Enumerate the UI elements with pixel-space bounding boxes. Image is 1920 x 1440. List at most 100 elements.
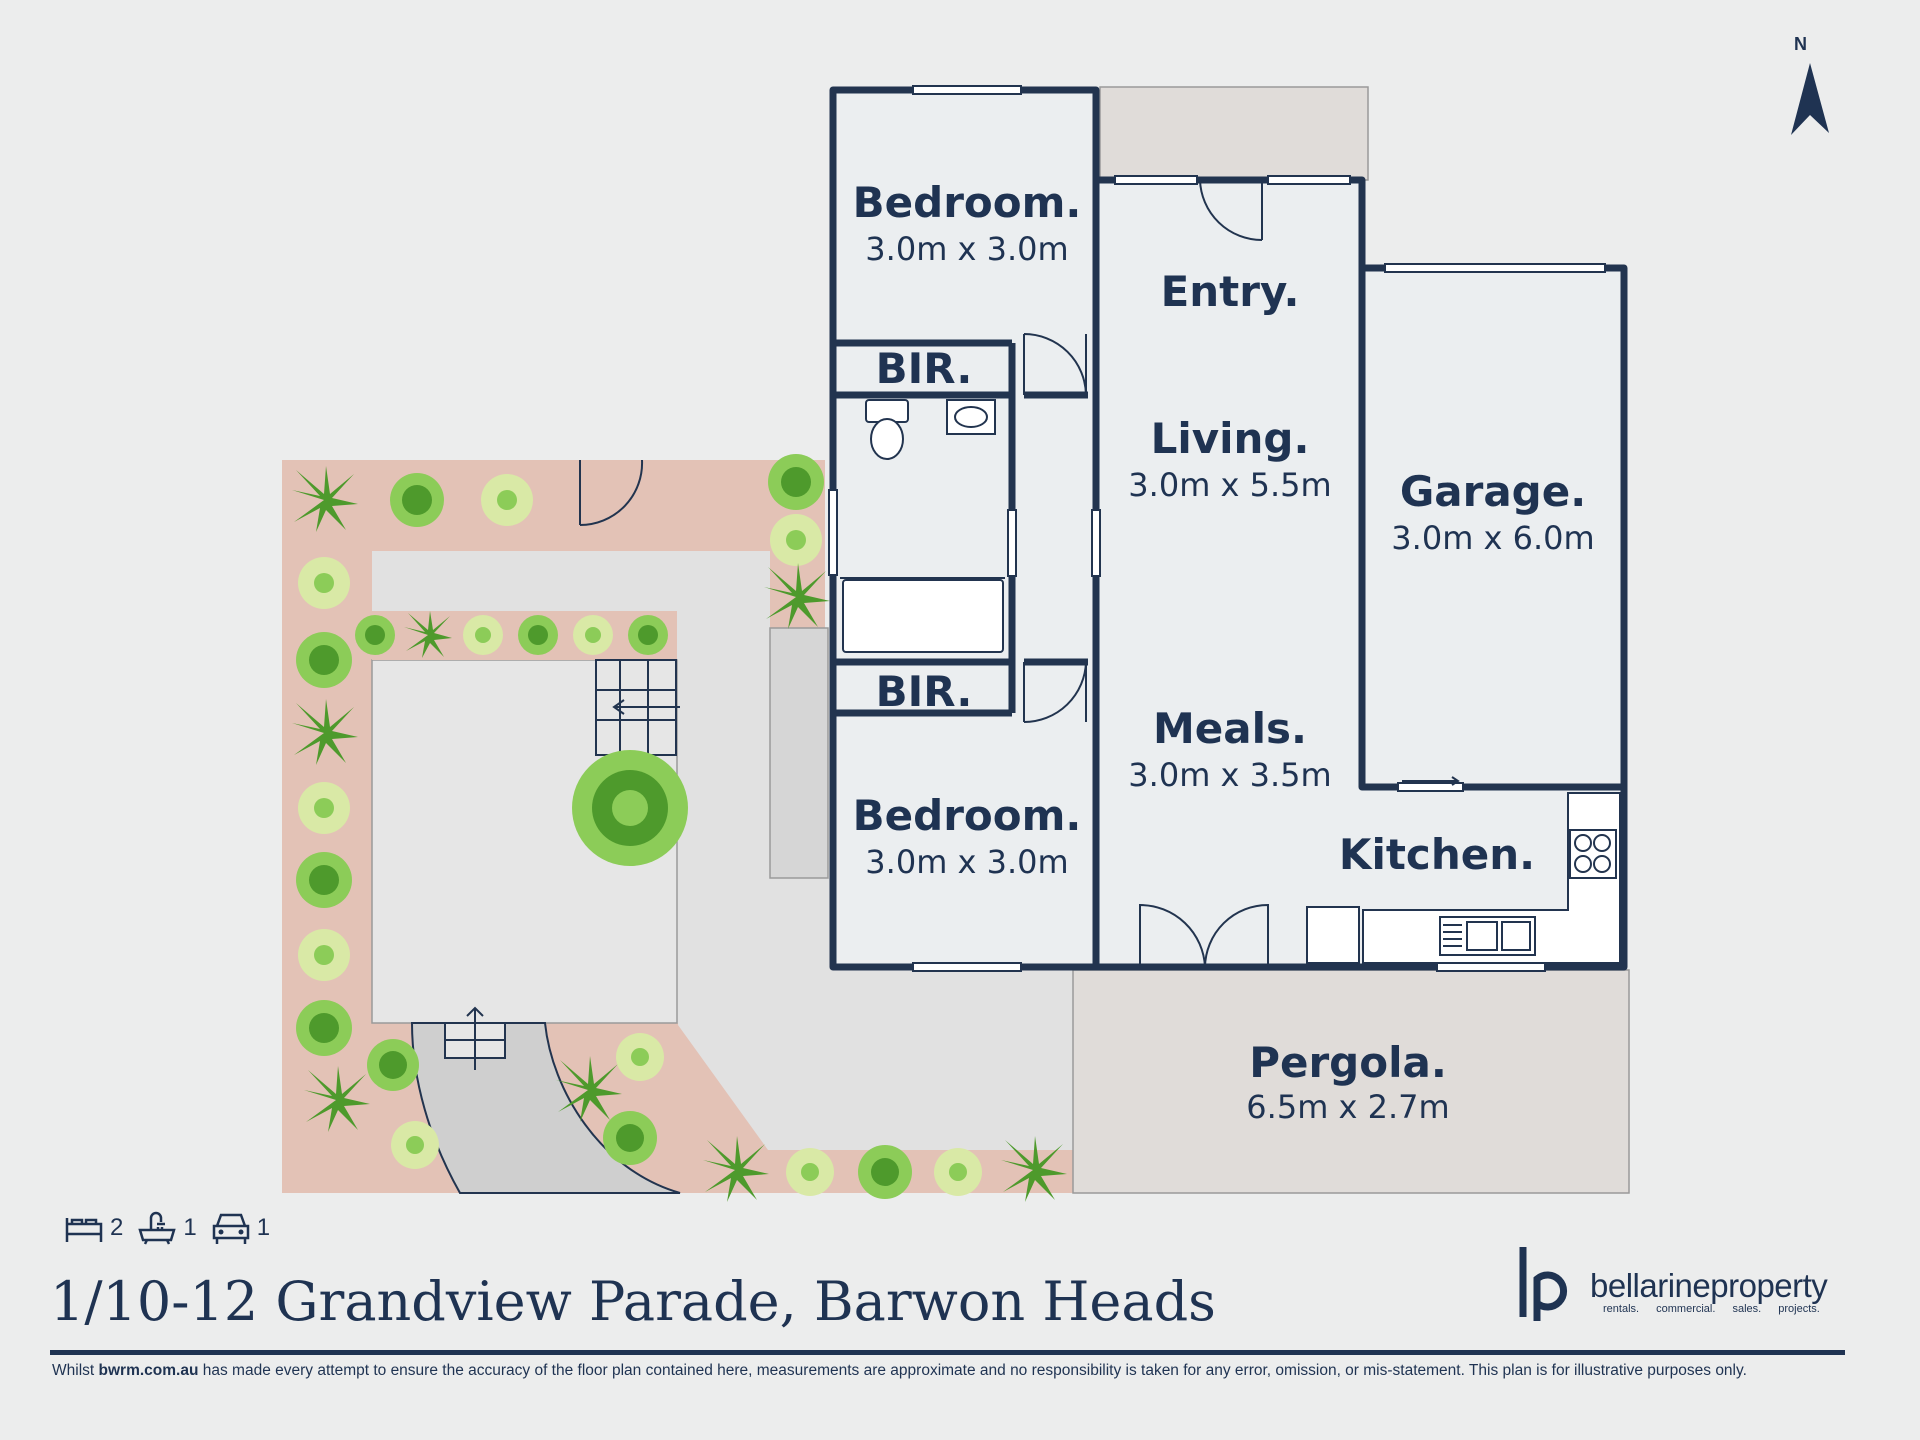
window (912, 85, 1022, 95)
fern-icon (463, 615, 503, 655)
disclaimer: Whilst bwrm.com.au has made every attemp… (52, 1362, 1852, 1380)
logo-name: bellarineproperty (1590, 1267, 1828, 1304)
fern-icon (934, 1148, 982, 1196)
disclaimer-prefix: Whilst (52, 1362, 95, 1379)
property-stats: 2 1 1 (64, 1208, 270, 1248)
footer-divider (50, 1350, 1845, 1355)
fridge-space (1306, 906, 1360, 964)
window (1397, 782, 1464, 792)
living-name: Living. (1151, 414, 1310, 463)
side-path (769, 627, 829, 879)
property-address: 1/10-12 Grandview Parade, Barwon Heads (50, 1270, 1216, 1333)
logo-mark-icon (1519, 1247, 1568, 1321)
fern-icon (298, 557, 350, 609)
sink-bowl (1466, 921, 1498, 951)
disclaimer-text: has made every attempt to ensure the acc… (202, 1362, 1747, 1379)
window (1384, 263, 1606, 273)
shrub-icon (628, 615, 668, 655)
bathtub (842, 579, 1004, 653)
steps-inner (595, 659, 680, 756)
palm-plant-icon (556, 1056, 622, 1122)
palm-plant-icon (404, 611, 452, 658)
garden-plants (292, 454, 1067, 1202)
window (828, 489, 838, 576)
bedroom2-dim: 3.0m x 3.0m (865, 843, 1068, 881)
palm-plant-icon (304, 1066, 370, 1132)
fern-icon (481, 474, 533, 526)
pergola-area (1072, 969, 1630, 1194)
palm-plant-icon (292, 699, 358, 765)
meals-dim: 3.0m x 3.5m (1128, 756, 1331, 794)
hotplate-icon (1574, 855, 1592, 873)
hotplate-icon (1574, 834, 1592, 852)
living-dim: 3.0m x 5.5m (1128, 466, 1331, 504)
fern-icon (298, 929, 350, 981)
compass-label: N (1794, 34, 1807, 54)
bedroom1-dim: 3.0m x 3.0m (865, 230, 1068, 268)
stat-car-spaces: 1 (211, 1210, 270, 1246)
shrub-icon (296, 1000, 352, 1056)
palm-plant-icon (1001, 1136, 1067, 1202)
palm-plant-icon (703, 1136, 769, 1202)
pergola-name: Pergola. (1249, 1038, 1447, 1087)
shrub-icon (296, 632, 352, 688)
kitchen-name: Kitchen. (1339, 830, 1535, 879)
bedroom-count: 2 (110, 1214, 124, 1241)
fern-icon (298, 782, 350, 834)
shrub-icon (518, 615, 558, 655)
steps-front (444, 1006, 506, 1070)
kitchen-counter (1362, 792, 1621, 964)
logo-tagline: rentals. commercial. sales. projects. (1603, 1303, 1820, 1315)
bathroom-count: 1 (183, 1214, 197, 1241)
shrub-icon (390, 473, 444, 527)
porch-area (1099, 86, 1369, 181)
agency-logo: bellarineproperty rentals. commercial. s… (1515, 1245, 1845, 1335)
basin (954, 406, 988, 428)
sliding-door (1091, 509, 1101, 577)
disclaimer-site: bwrm.com.au (98, 1362, 199, 1379)
bed-icon (65, 1218, 103, 1242)
window (1267, 175, 1351, 185)
door-swings (1023, 179, 1460, 968)
shrub-icon (296, 852, 352, 908)
fern-icon (391, 1121, 439, 1169)
pergola-dim: 6.5m x 2.7m (1246, 1088, 1449, 1126)
car-space-count: 1 (256, 1214, 271, 1241)
sliding-door (1007, 509, 1017, 577)
shrub-icon (768, 454, 824, 510)
fern-icon (770, 514, 822, 566)
stat-bedrooms: 2 (64, 1210, 123, 1246)
shrub-icon (603, 1111, 657, 1165)
bedroom1-name: Bedroom. (853, 178, 1082, 227)
stat-bathrooms: 1 (137, 1210, 197, 1246)
garden-gate (579, 459, 644, 527)
fern-icon (786, 1148, 834, 1196)
fern-icon (616, 1033, 664, 1081)
north-arrow-icon (1791, 63, 1829, 135)
garage-dim: 3.0m x 6.0m (1391, 519, 1594, 557)
house-floor (833, 90, 1624, 967)
palm-plant-icon (292, 466, 358, 532)
palm-plant-icon (764, 563, 830, 629)
window (1436, 962, 1546, 972)
tree-icon (572, 750, 688, 866)
fern-icon (573, 615, 613, 655)
sink-bowl (1501, 921, 1531, 951)
meals-name: Meals. (1153, 704, 1307, 753)
bedroom2-name: Bedroom. (853, 791, 1082, 840)
shrub-icon (367, 1039, 419, 1091)
driveway (410, 1022, 681, 1194)
garage-name: Garage. (1400, 467, 1586, 516)
shrub-icon (355, 615, 395, 655)
entry-name: Entry. (1161, 267, 1300, 316)
bath-icon (138, 1211, 177, 1245)
toilet-bowl (870, 418, 904, 460)
hotplate-icon (1593, 855, 1611, 873)
bir1-name: BIR. (876, 344, 973, 393)
shrub-icon (858, 1145, 912, 1199)
car-icon (212, 1213, 249, 1244)
drainer (1443, 924, 1462, 947)
window (912, 962, 1022, 972)
window (1114, 175, 1198, 185)
